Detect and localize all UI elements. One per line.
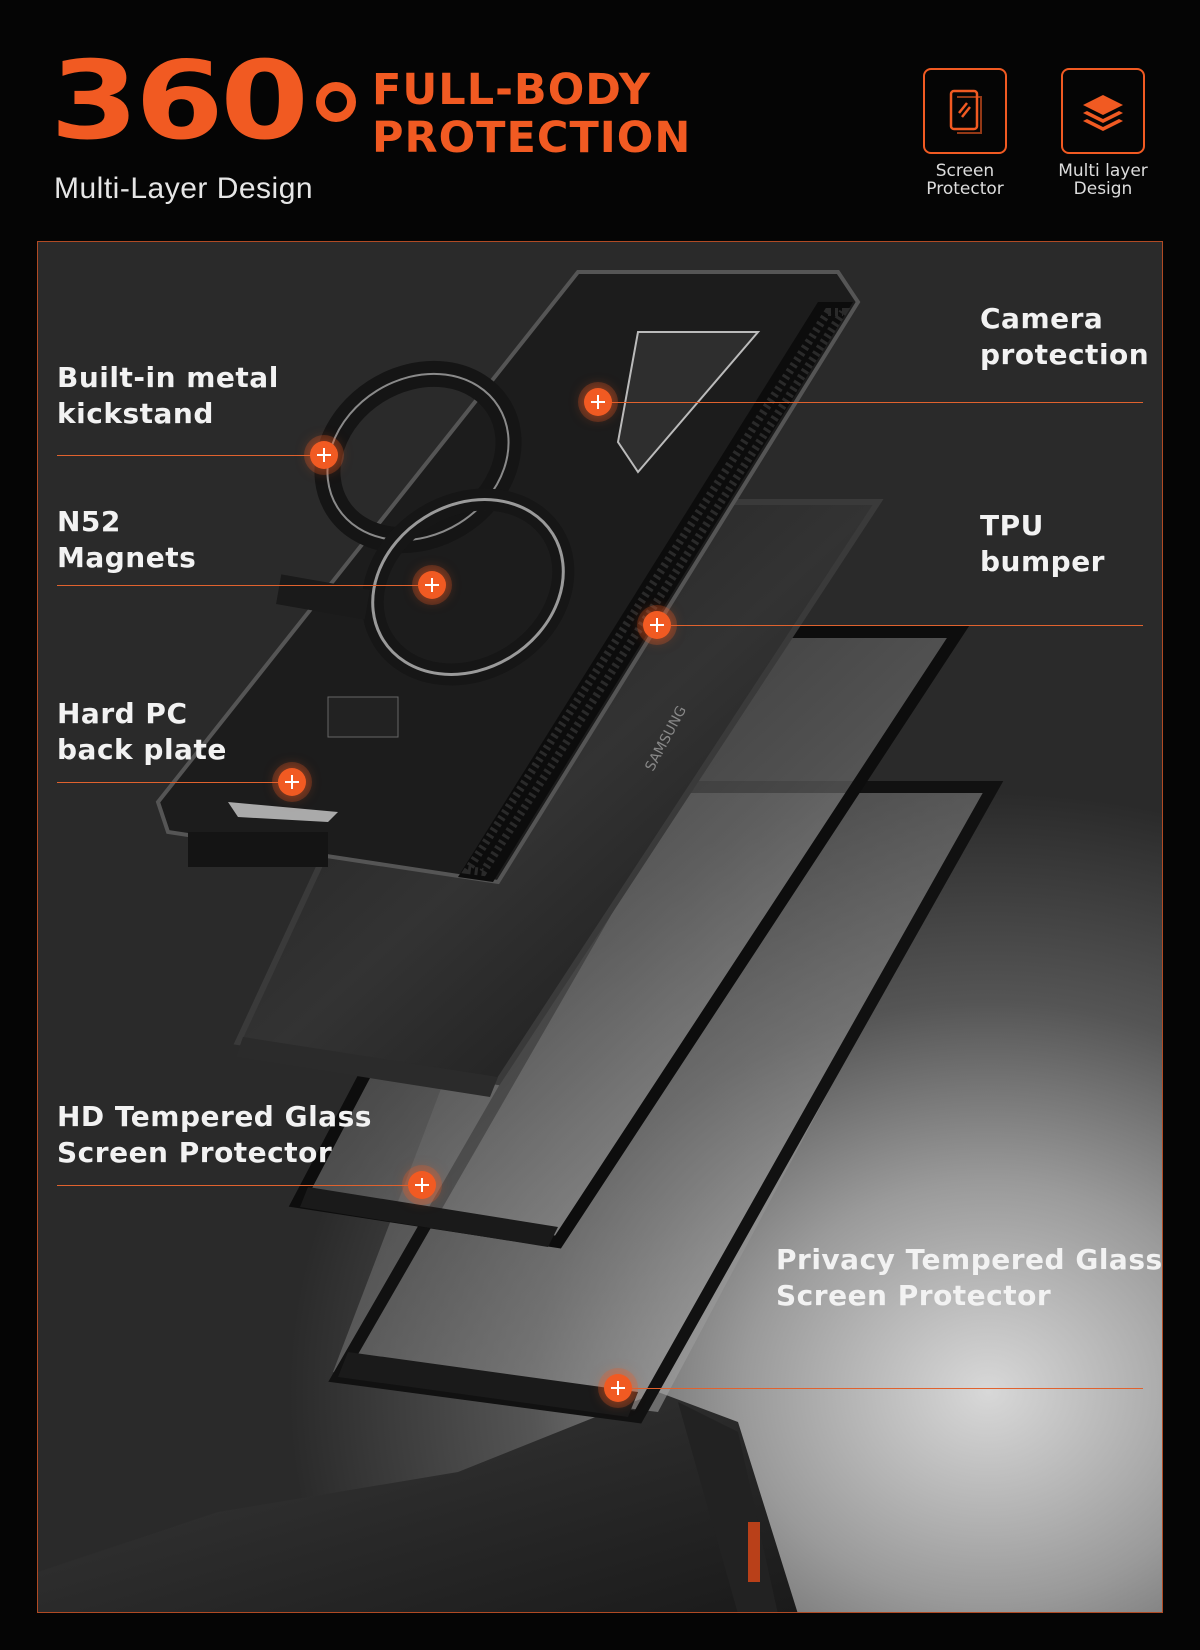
callout-magnets-line: [57, 585, 437, 586]
callout-line: Privacy Tempered Glass: [776, 1243, 1163, 1276]
magnets-marker[interactable]: [418, 571, 446, 599]
callout-line: back plate: [57, 733, 227, 766]
callout-line: Screen Protector: [776, 1279, 1052, 1312]
back-plate-marker[interactable]: [278, 768, 306, 796]
page-subtitle: Multi-Layer Design: [54, 172, 314, 205]
title-line-1: FULL-BODY: [372, 65, 651, 115]
callout-camera: Camera protection: [980, 301, 1149, 373]
callout-line: Screen Protector: [57, 1136, 333, 1169]
callout-line: Built-in metal: [57, 361, 279, 394]
header: 360 FULL-BODY PROTECTION Multi-Layer Des…: [0, 0, 1200, 240]
degree-symbol: [316, 82, 356, 122]
callout-camera-line: [598, 402, 1143, 403]
badge-label-line: Design: [1073, 179, 1133, 199]
callout-line: kickstand: [57, 397, 214, 430]
multi-layer-label: Multi layer Design: [1043, 162, 1163, 198]
callout-back-plate-line: [57, 782, 297, 783]
badge-label-line: Multi layer: [1058, 161, 1148, 181]
layers-icon: [1083, 95, 1123, 131]
badge-label-line: Protector: [926, 179, 1004, 199]
big-360-number: 360: [50, 39, 309, 164]
camera-marker[interactable]: [584, 388, 612, 416]
badge-label-line: Screen: [935, 161, 995, 181]
callout-kickstand: Built-in metal kickstand: [57, 360, 279, 432]
callout-line: bumper: [980, 545, 1105, 578]
callout-magnets: N52 Magnets: [57, 504, 196, 576]
callout-privacy-glass-line: [618, 1388, 1143, 1389]
callout-back-plate: Hard PC back plate: [57, 696, 227, 768]
exploded-phone-illustration: SAMSUNG: [38, 270, 1004, 1612]
callout-bumper-line: [658, 625, 1143, 626]
callout-line: Camera: [980, 302, 1104, 335]
product-illustration-panel: SAMSUNG Built-in metal kickstand N52 Mag…: [37, 241, 1163, 1613]
screen-protector-label: Screen Protector: [905, 162, 1025, 198]
callout-line: TPU: [980, 509, 1044, 542]
callout-line: protection: [980, 338, 1150, 371]
privacy-glass-marker[interactable]: [604, 1374, 632, 1402]
callout-line: N52: [57, 505, 121, 538]
hd-glass-marker[interactable]: [408, 1171, 436, 1199]
multi-layer-badge: [1061, 68, 1145, 154]
callout-line: Hard PC: [57, 697, 188, 730]
callout-kickstand-line: [57, 455, 325, 456]
bumper-marker[interactable]: [643, 611, 671, 639]
screen-protector-icon: [949, 89, 982, 134]
screen-protector-badge: [923, 68, 1007, 154]
title-line-2: PROTECTION: [372, 113, 692, 163]
kickstand-marker[interactable]: [310, 441, 338, 469]
callout-hd-glass: HD Tempered Glass Screen Protector: [57, 1099, 372, 1171]
callout-hd-glass-line: [57, 1185, 427, 1186]
callout-line: HD Tempered Glass: [57, 1100, 372, 1133]
callout-privacy-glass: Privacy Tempered Glass Screen Protector: [776, 1242, 1163, 1314]
callout-line: Magnets: [57, 541, 197, 574]
page-title: FULL-BODY PROTECTION: [372, 66, 691, 162]
callout-bumper: TPU bumper: [980, 508, 1105, 580]
